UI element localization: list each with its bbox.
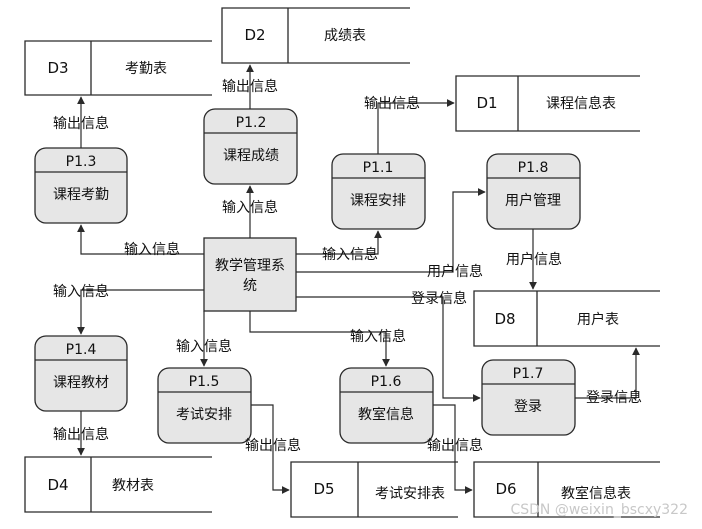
- flow-label: 输出信息: [222, 78, 278, 95]
- process-id: P1.6: [371, 374, 402, 390]
- process-id: P1.8: [518, 160, 549, 176]
- process-name: 登录: [514, 399, 542, 415]
- process-id: P1.5: [189, 374, 220, 390]
- flow-label: 输出信息: [427, 437, 483, 454]
- store-d2: D2 成绩表: [221, 7, 410, 64]
- store-name: 考勤表: [125, 61, 167, 77]
- store-id: D6: [495, 480, 516, 498]
- teaching-management-system: 教学管理系 统: [203, 237, 297, 312]
- watermark: CSDN @weixin_bscxy322: [510, 502, 688, 518]
- flow-label: 登录信息: [411, 290, 467, 307]
- flow-label: 登录信息: [586, 389, 642, 406]
- store-name: 课程信息表: [546, 95, 616, 112]
- store-name: 考试安排表: [375, 486, 445, 502]
- flow-label: 用户信息: [427, 263, 483, 280]
- process-name: 课程成绩: [223, 148, 279, 164]
- flow-system-to-p16: [249, 311, 390, 367]
- store-d4: D4 教材表: [24, 456, 212, 513]
- flow-label: 输出信息: [53, 426, 109, 443]
- process-name: 考试安排: [176, 407, 232, 423]
- flow-label: 用户信息: [506, 251, 562, 268]
- process-id: P1.1: [363, 160, 394, 176]
- process-name: 课程教材: [53, 375, 109, 391]
- flow-p17-to-d8: [575, 347, 640, 399]
- store-id: D8: [494, 310, 515, 328]
- store-id: D1: [476, 94, 497, 112]
- store-id: D4: [47, 476, 68, 494]
- flow-label: 输出信息: [53, 115, 109, 132]
- flow-p11-to-d1: [377, 99, 455, 154]
- flow-label: 输入信息: [322, 246, 378, 263]
- flow-label: 输入信息: [176, 338, 232, 355]
- store-name: 成绩表: [324, 28, 366, 44]
- flow-label: 输入信息: [53, 283, 109, 300]
- store-id: D3: [47, 59, 68, 77]
- flow-system-to-p14: [77, 289, 204, 335]
- process-p11: P1.1 课程安排: [331, 153, 426, 230]
- process-id: P1.3: [66, 154, 97, 170]
- process-name: 教室信息: [358, 406, 414, 423]
- store-d5: D5 考试安排表: [290, 461, 458, 518]
- process-p12: P1.2 课程成绩: [203, 108, 298, 185]
- flow-p16-to-d6: [433, 404, 473, 494]
- flow-system-to-p18: [296, 188, 486, 273]
- process-id: P1.7: [513, 366, 544, 382]
- process-name: 课程考勤: [53, 187, 109, 203]
- store-name: 教材表: [112, 478, 154, 494]
- flow-p15-to-d5: [251, 404, 290, 494]
- flow-label: 输出信息: [364, 95, 420, 112]
- store-id: D5: [313, 480, 334, 498]
- store-d1: D1 课程信息表: [455, 75, 640, 132]
- process-id: P1.2: [236, 115, 267, 131]
- system-name-line1: 教学管理系: [215, 258, 285, 274]
- flow-system-to-p11: [296, 230, 382, 255]
- flow-system-to-p13: [77, 224, 204, 255]
- process-p13: P1.3 课程考勤: [34, 147, 128, 224]
- store-d3: D3 考勤表: [24, 40, 212, 96]
- flow-label: 输入信息: [124, 241, 180, 258]
- process-name: 课程安排: [350, 193, 406, 209]
- process-p14: P1.4 课程教材: [34, 335, 128, 412]
- store-name: 教室信息表: [561, 485, 631, 502]
- process-p15: P1.5 考试安排: [157, 367, 252, 444]
- store-d8: D8 用户表: [473, 290, 660, 347]
- store-id: D2: [244, 26, 265, 44]
- process-p18: P1.8 用户管理: [486, 153, 581, 230]
- system-name-line2: 统: [243, 278, 257, 294]
- store-d6: D6 教室信息表: [473, 461, 660, 518]
- flow-system-to-p17: [296, 296, 481, 402]
- process-p16: P1.6 教室信息: [339, 367, 434, 444]
- flow-label: 输入信息: [222, 199, 278, 216]
- process-id: P1.4: [66, 342, 97, 358]
- flow-label: 输出信息: [245, 437, 301, 454]
- process-p17: P1.7 登录: [481, 359, 576, 436]
- flow-label: 输入信息: [350, 328, 406, 345]
- process-name: 用户管理: [505, 192, 561, 209]
- store-name: 用户表: [577, 311, 619, 328]
